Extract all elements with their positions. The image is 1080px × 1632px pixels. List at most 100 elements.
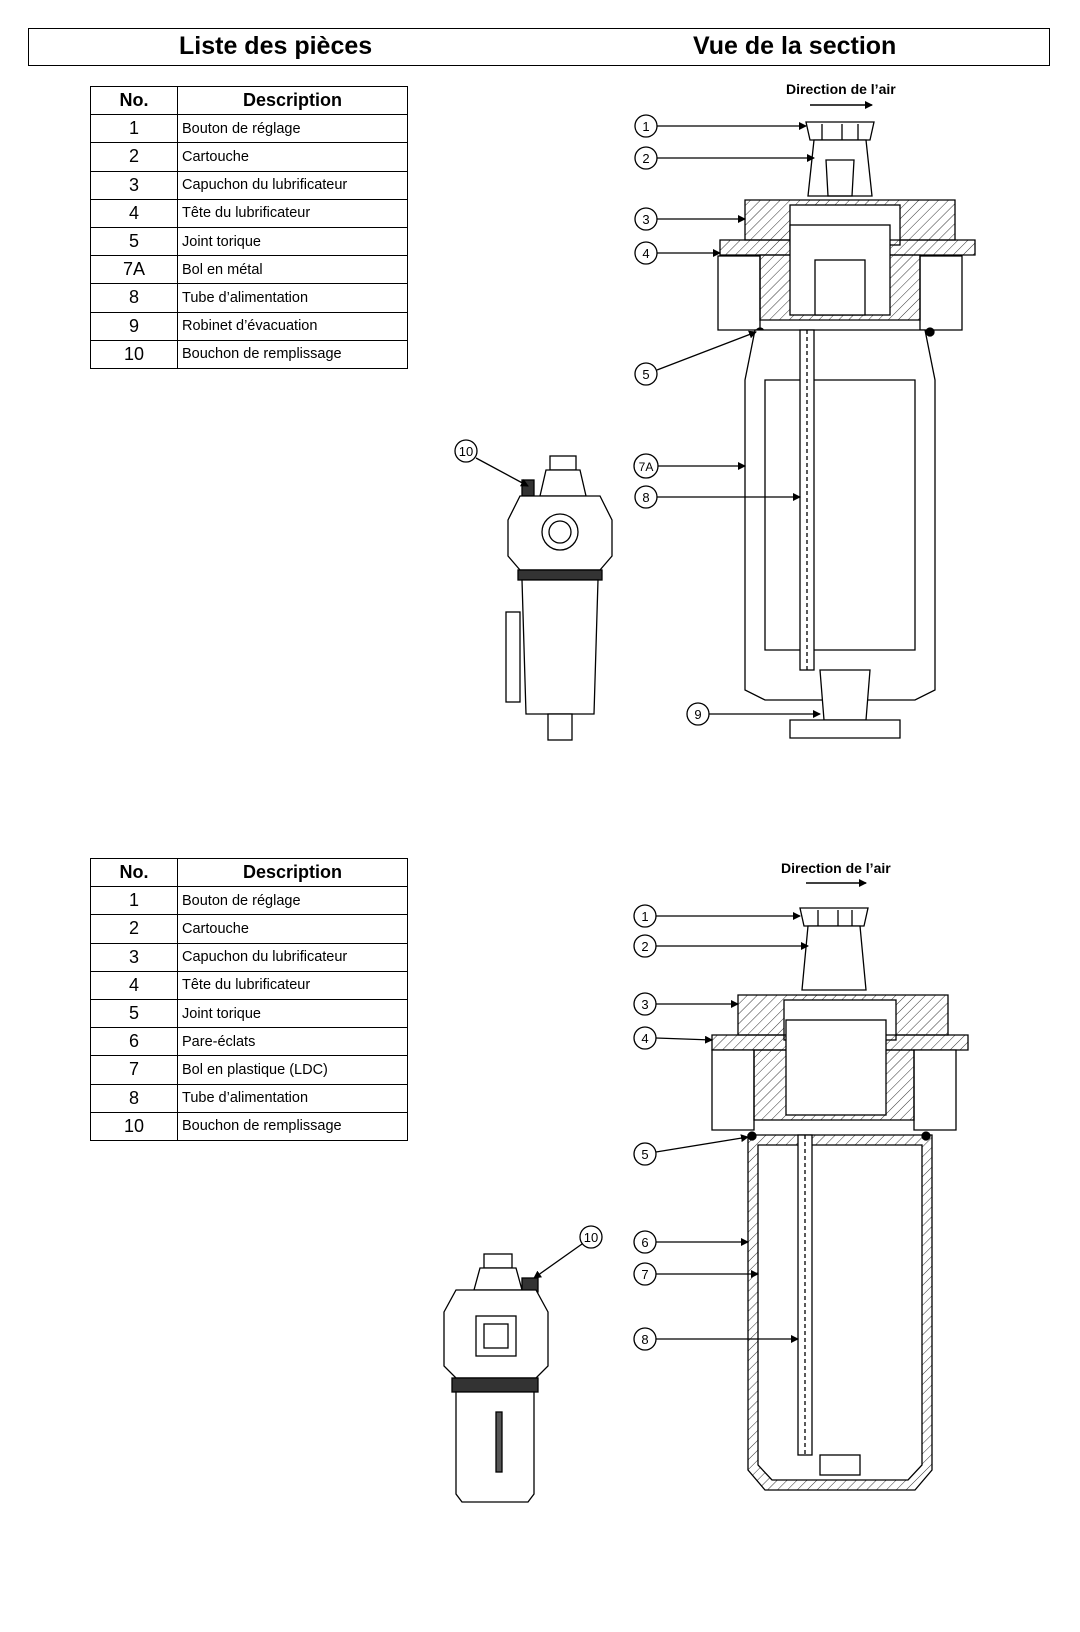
metal-bowl (744, 329, 936, 701)
part-number: 3 (90, 942, 178, 972)
part-description: Bouchon de remplissage (177, 1111, 408, 1141)
callout-5 (634, 330, 757, 386)
part-number: 4 (90, 970, 178, 1000)
part-description: Capuchon du lubrificateur (177, 170, 408, 200)
part-number: 8 (90, 283, 178, 313)
part-description: Bol en métal (177, 255, 408, 285)
part-description: Robinet d’évacuation (177, 311, 408, 341)
callout-label: 4 (641, 1031, 648, 1046)
part-description: Joint torique (177, 998, 408, 1029)
callout-label: 7 (641, 1267, 648, 1282)
callout-8 (633, 1327, 799, 1351)
part-number: 5 (90, 998, 178, 1029)
section-view-metal-bowl (633, 101, 976, 739)
table-header-row: No. Description (90, 85, 408, 116)
adjusting-knob (799, 907, 869, 927)
part-description: Joint torique (177, 226, 408, 257)
plastic-bowl (757, 1144, 923, 1481)
callout-1 (634, 114, 807, 138)
callout-label: 5 (642, 367, 649, 382)
air-direction-label: Direction de l’air (781, 860, 891, 876)
callout-1 (633, 904, 801, 928)
callout-label: 10 (459, 444, 473, 459)
callout-3 (633, 992, 739, 1016)
callout-label: 8 (642, 490, 649, 505)
column-header-description: Description (177, 857, 408, 888)
callout-label: 7A (639, 460, 654, 474)
callout-7 (633, 1262, 759, 1286)
air-direction-label: Direction de l’air (786, 81, 896, 97)
callout-2 (633, 934, 809, 958)
exterior-view-metal-bowl (505, 455, 613, 741)
callout-3 (634, 207, 746, 231)
parts-list-title: Liste des pièces (179, 32, 373, 60)
part-description: Bouchon de remplissage (177, 339, 408, 369)
cartridge (807, 139, 873, 197)
drain-cock (819, 669, 871, 721)
table-header-row: No. Description (90, 857, 408, 888)
callout-label: 1 (641, 909, 648, 924)
part-description: Bouton de réglage (177, 886, 408, 916)
callout-10-top (454, 439, 529, 487)
column-header-description: Description (177, 85, 408, 116)
part-description: Bouton de réglage (177, 114, 408, 144)
part-number: 3 (90, 170, 178, 200)
part-description: Pare-éclats (177, 1027, 408, 1057)
part-description: Tête du lubrificateur (177, 198, 408, 228)
exterior-view-plastic-bowl (443, 1253, 549, 1503)
callout-label: 3 (642, 212, 649, 227)
callout-6 (633, 1230, 749, 1254)
callout-2 (634, 146, 815, 170)
callout-9 (686, 702, 821, 726)
cartridge (801, 925, 867, 991)
part-description: Tube d’alimentation (177, 283, 408, 313)
callout-label: 10 (584, 1230, 598, 1245)
part-number: 10 (90, 339, 178, 369)
part-number: 2 (90, 914, 178, 944)
part-number: 5 (90, 226, 178, 257)
adjusting-knob (805, 121, 875, 141)
part-description: Cartouche (177, 142, 408, 172)
callout-label: 2 (642, 151, 649, 166)
siphon-tube (797, 1134, 813, 1456)
part-number: 7A (90, 255, 178, 285)
callout-8 (634, 485, 801, 509)
callout-5 (633, 1134, 749, 1166)
callout-label: 1 (642, 119, 649, 134)
callout-label: 4 (642, 246, 649, 261)
callout-label: 2 (641, 939, 648, 954)
header-bar: Liste des pièces Vue de la section (28, 28, 1050, 66)
callout-label: 5 (641, 1147, 648, 1162)
column-header-no: No. (90, 85, 178, 116)
callout-7a (633, 453, 746, 479)
part-description: Cartouche (177, 914, 408, 944)
callout-4 (633, 1026, 713, 1050)
callout-label: 9 (694, 707, 701, 722)
callout-4 (634, 241, 721, 265)
part-description: Tête du lubrificateur (177, 970, 408, 1000)
section-view-title: Vue de la section (693, 32, 897, 60)
part-number: 10 (90, 1111, 178, 1141)
column-header-no: No. (90, 857, 178, 888)
callout-label: 3 (641, 997, 648, 1012)
callout-label: 6 (641, 1235, 648, 1250)
part-description: Tube d’alimentation (177, 1083, 408, 1113)
